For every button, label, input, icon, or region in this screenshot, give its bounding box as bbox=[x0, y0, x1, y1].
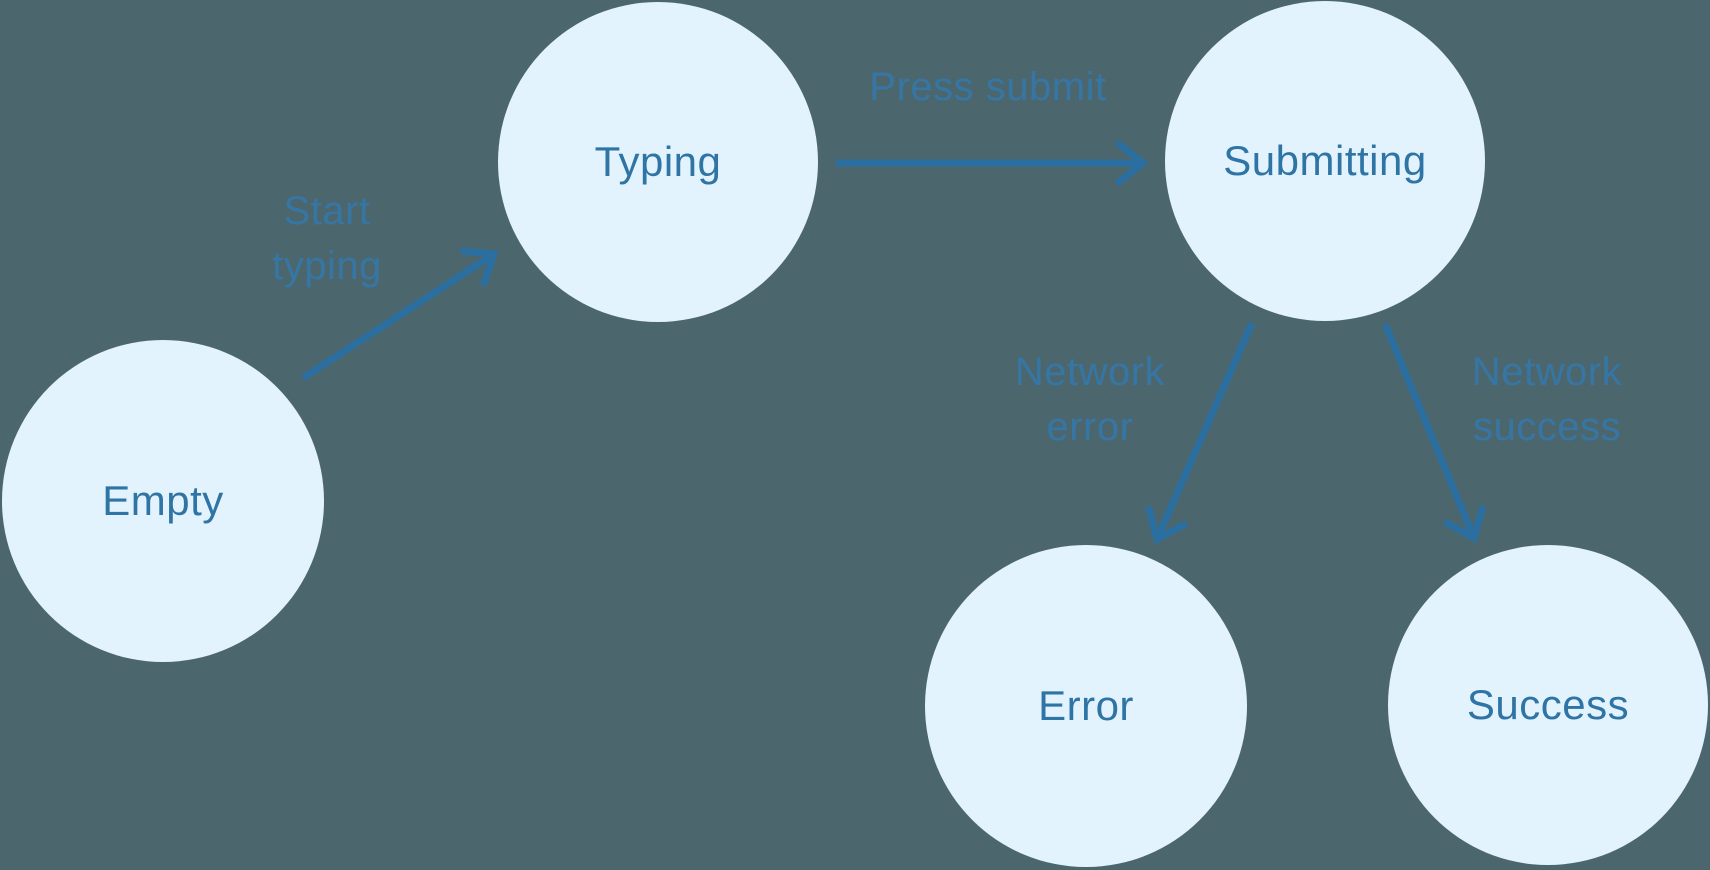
edge-label-network-success: Network success bbox=[1417, 345, 1677, 455]
edge-label-network-error: Network error bbox=[960, 345, 1220, 455]
state-label-submitting: Submitting bbox=[1223, 137, 1427, 184]
edge-label-line: Press submit bbox=[869, 65, 1107, 109]
edge-label-line: Network bbox=[1471, 350, 1623, 394]
state-label-success: Success bbox=[1466, 681, 1630, 728]
state-node-typing: Typing bbox=[498, 2, 818, 322]
state-node-success: Success bbox=[1388, 545, 1708, 865]
edge-label-line: Network bbox=[1014, 350, 1166, 394]
arrow-submitting-to-success bbox=[1381, 322, 1486, 544]
edge-label-line: typing bbox=[272, 244, 382, 288]
state-node-submitting: Submitting bbox=[1165, 1, 1485, 321]
edge-label-start-typing: Start typing bbox=[207, 184, 447, 294]
state-node-empty: Empty bbox=[2, 340, 324, 662]
state-label-error: Error bbox=[1038, 682, 1134, 729]
arrow-empty-to-typing bbox=[301, 247, 499, 381]
edge-label-line: success bbox=[1473, 405, 1621, 449]
edge-label-line: Start bbox=[283, 189, 371, 233]
arrow-submitting-to-error bbox=[1145, 321, 1256, 545]
edge-label-line: error bbox=[1046, 405, 1134, 449]
state-node-error: Error bbox=[925, 545, 1247, 867]
edge-label-press-submit: Press submit bbox=[828, 60, 1148, 115]
state-label-typing: Typing bbox=[594, 138, 722, 185]
state-label-empty: Empty bbox=[102, 477, 224, 524]
